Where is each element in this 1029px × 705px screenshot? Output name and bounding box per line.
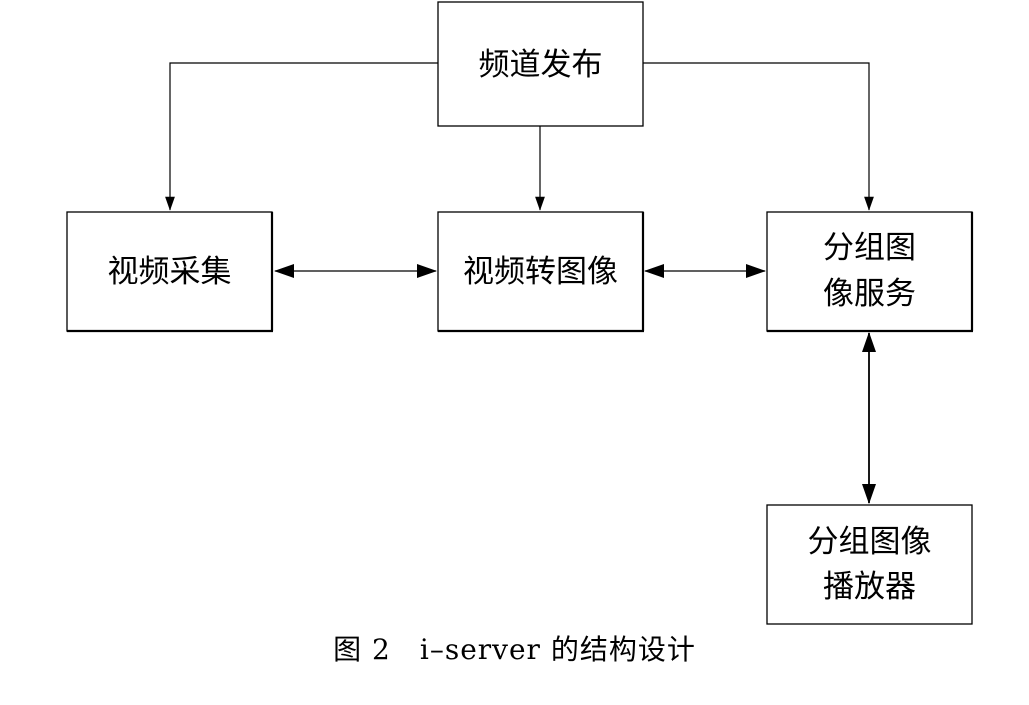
node-video-to-image: 视频转图像 (437, 211, 645, 333)
figure-caption: 图 2 i–server 的结构设计 (333, 633, 696, 666)
edge-publish-to-capture (165, 62, 438, 211)
edge-publish-to-service (643, 62, 874, 211)
node-group-image-player: 分组图像 播放器 (766, 504, 973, 625)
node-channel-publish-label: 频道发布 (479, 47, 603, 83)
node-group-image-player-label-line1: 分组图像 (808, 524, 932, 560)
node-group-image-service-label-line1: 分组图 (823, 230, 916, 266)
node-video-to-image-label: 视频转图像 (463, 254, 618, 290)
node-video-capture-label: 视频采集 (108, 254, 232, 290)
node-group-image-service-label-line2: 像服务 (823, 276, 916, 312)
edges (165, 62, 876, 504)
node-channel-publish: 频道发布 (437, 1, 644, 127)
node-group-image-player-label-line2: 播放器 (823, 569, 916, 605)
node-group-image-service: 分组图 像服务 (766, 211, 974, 333)
node-video-capture: 视频采集 (66, 211, 274, 333)
